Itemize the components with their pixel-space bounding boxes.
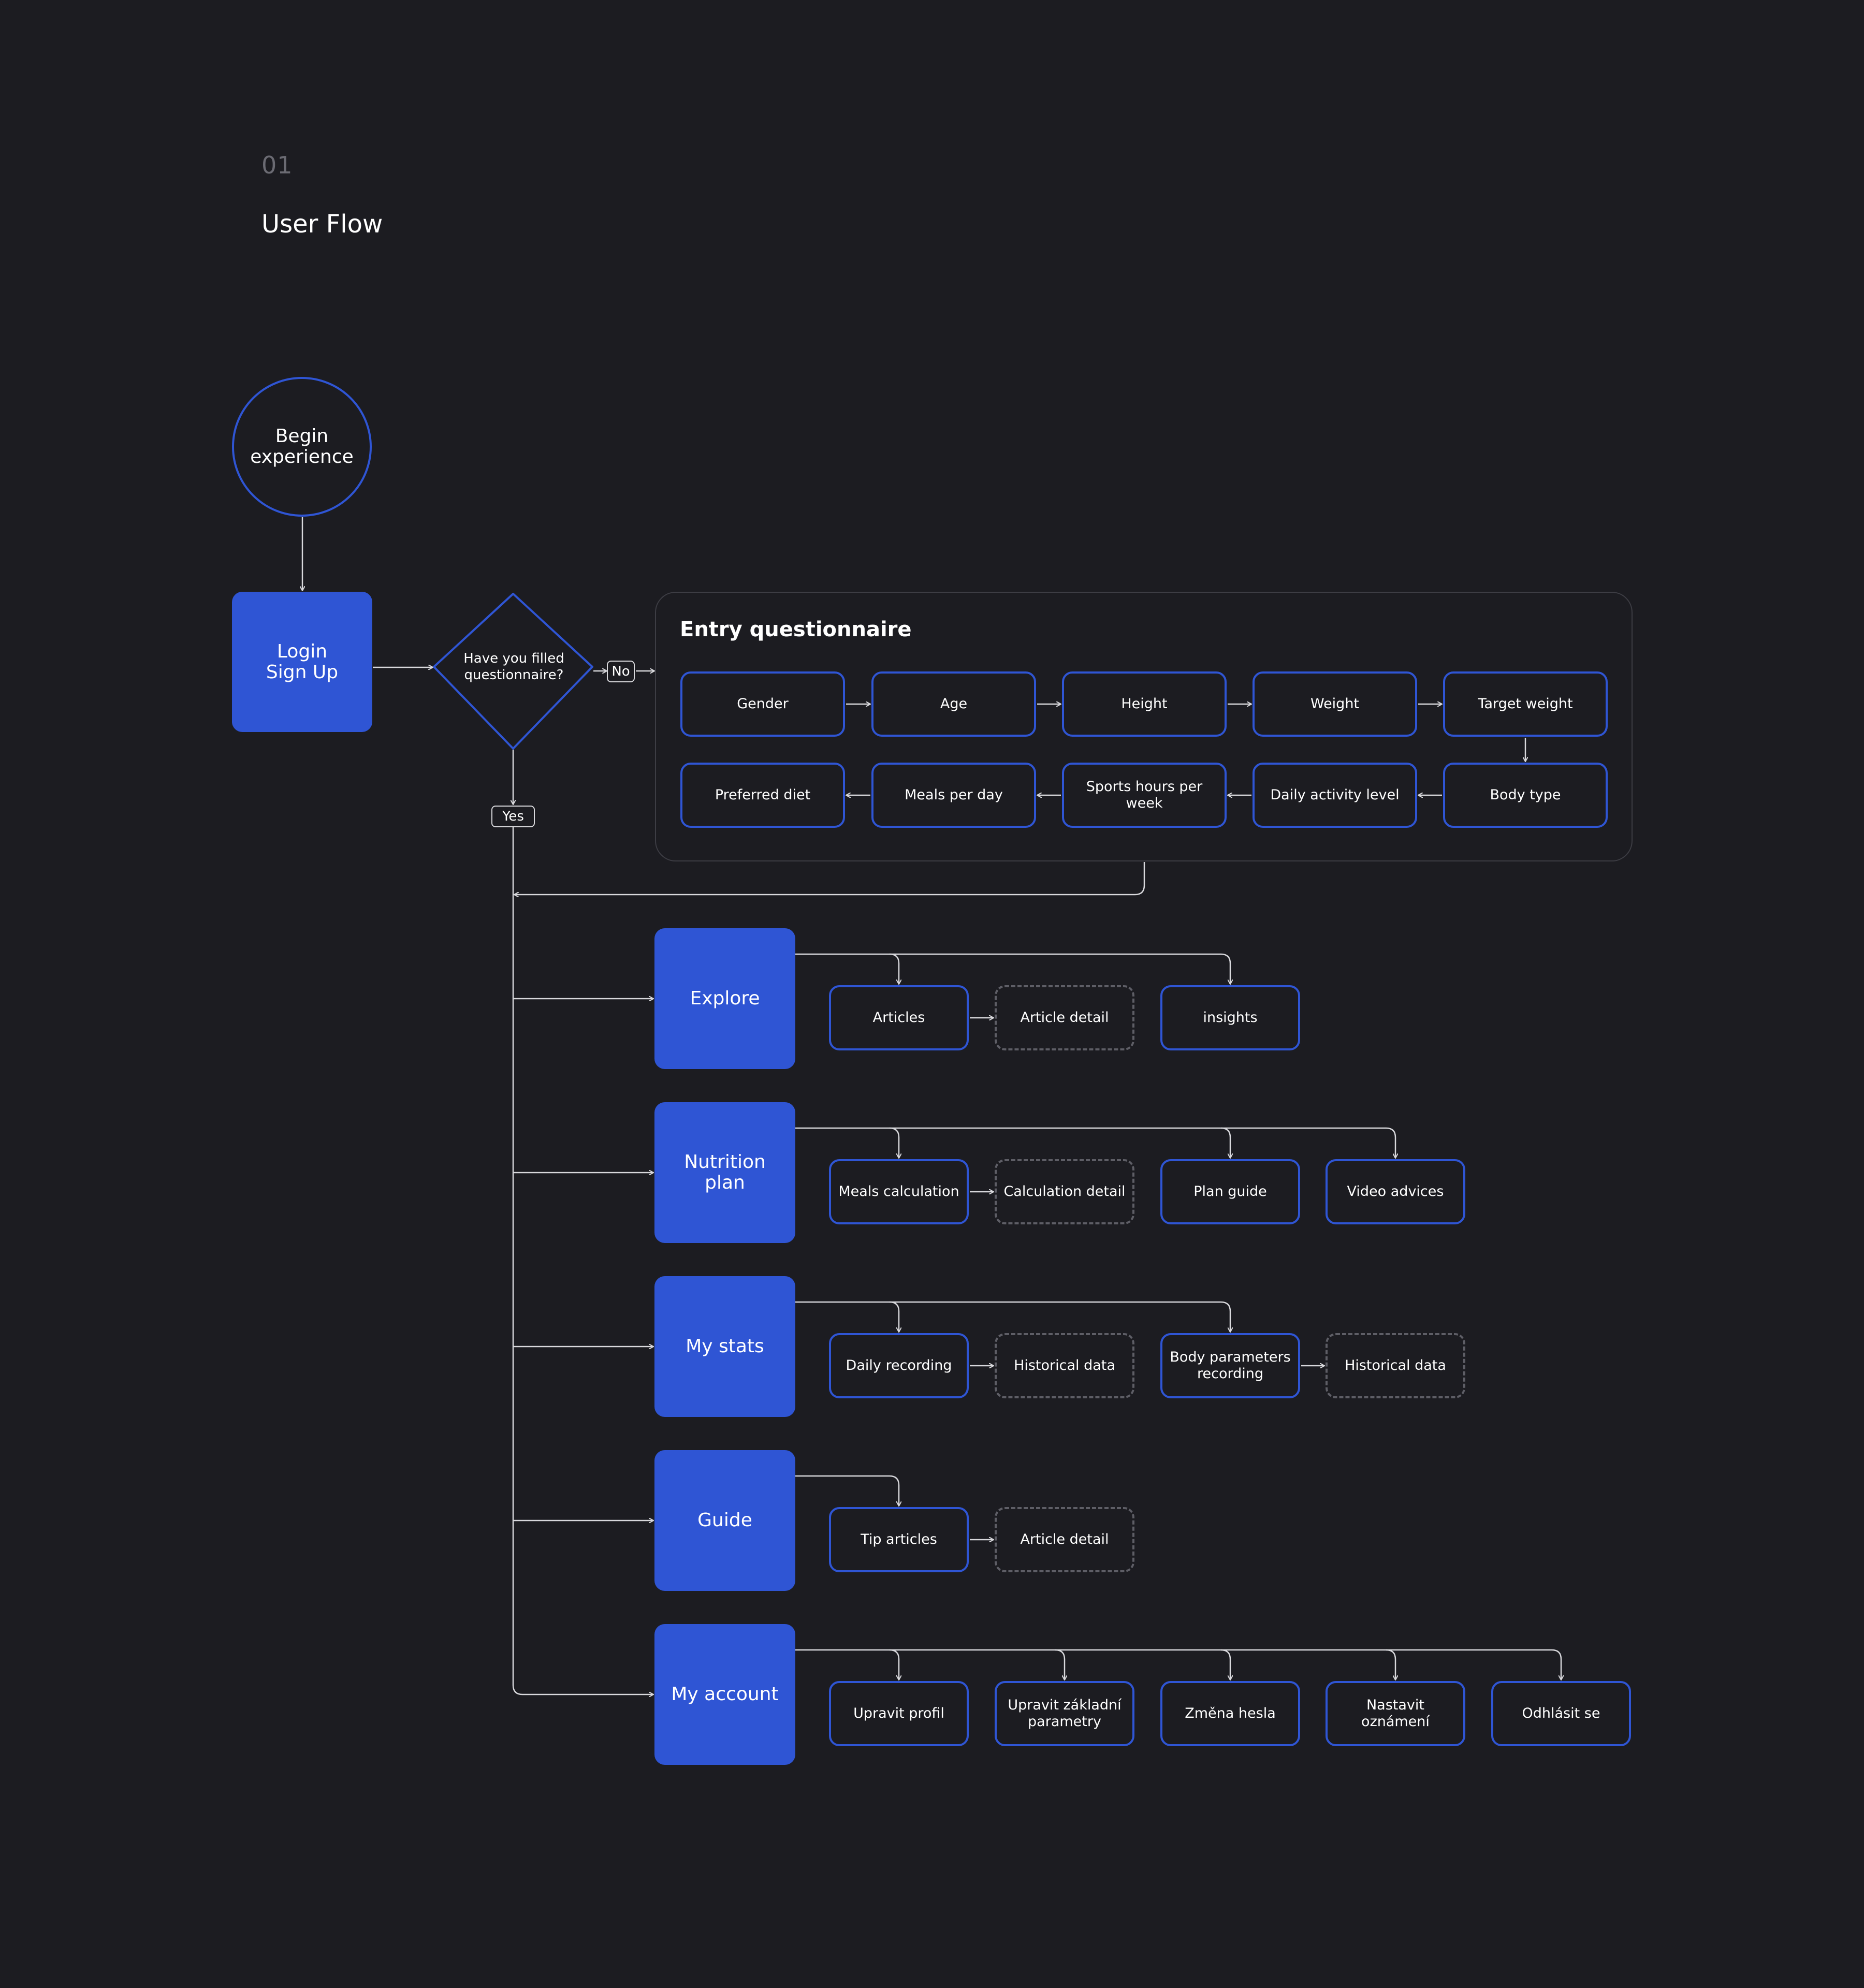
- connector-drop: [889, 1475, 899, 1506]
- screen-step[interactable]: Article detail: [995, 985, 1134, 1050]
- questionnaire-step[interactable]: Meals per day: [871, 763, 1036, 828]
- begin-experience-node[interactable]: Begin experience: [232, 377, 372, 517]
- screen-step[interactable]: insights: [1160, 985, 1300, 1050]
- menu-node-1[interactable]: Explore: [654, 928, 795, 1069]
- menu-node-4[interactable]: Guide: [654, 1450, 795, 1591]
- menu-node-5[interactable]: My account: [654, 1624, 795, 1765]
- connector-drop: [1220, 1127, 1230, 1158]
- screen-step[interactable]: Articles: [829, 985, 969, 1050]
- connector-drop: [1386, 1649, 1395, 1680]
- menu-node-2[interactable]: Nutrition plan: [654, 1102, 795, 1243]
- questionnaire-step[interactable]: Weight: [1253, 671, 1417, 737]
- no-branch-tag: No: [607, 661, 635, 682]
- screen-step[interactable]: Body parameters recording: [1160, 1333, 1300, 1398]
- screen-step[interactable]: Odhlásit se: [1491, 1681, 1631, 1746]
- screen-step[interactable]: Nastavit oznámení: [1326, 1681, 1465, 1746]
- questionnaire-step[interactable]: Height: [1062, 671, 1227, 737]
- menu-node-3[interactable]: My stats: [654, 1276, 795, 1417]
- section-number: 01: [261, 151, 293, 179]
- page-title: User Flow: [261, 210, 383, 239]
- yes-branch-tag: Yes: [491, 806, 535, 827]
- questionnaire-step[interactable]: Target weight: [1443, 671, 1608, 737]
- screen-step[interactable]: Historical data: [1326, 1333, 1465, 1398]
- screen-step[interactable]: Upravit profil: [829, 1681, 969, 1746]
- screen-step[interactable]: Video advices: [1326, 1159, 1465, 1224]
- connector-drop: [1220, 953, 1230, 984]
- screen-step[interactable]: Tip articles: [829, 1507, 969, 1572]
- questionnaire-step[interactable]: Preferred diet: [680, 763, 845, 828]
- connector-drop: [1055, 1649, 1065, 1680]
- questionnaire-step[interactable]: Sports hours per week: [1062, 763, 1227, 828]
- screen-step[interactable]: Upravit základní parametry: [995, 1681, 1134, 1746]
- connector-drop: [1220, 1301, 1230, 1332]
- screen-step[interactable]: Změna hesla: [1160, 1681, 1300, 1746]
- screen-step[interactable]: Meals calculation: [829, 1159, 969, 1224]
- connector-drop: [889, 1301, 899, 1332]
- decision-label: Have you filled questionnaire?: [463, 651, 564, 683]
- connector-trunk: [512, 827, 653, 1694]
- connector-drop: [1551, 1649, 1561, 1680]
- connector-drop: [1220, 1649, 1230, 1680]
- screen-step[interactable]: Article detail: [995, 1507, 1134, 1572]
- screen-step[interactable]: Daily recording: [829, 1333, 969, 1398]
- questionnaire-step[interactable]: Daily activity level: [1253, 763, 1417, 828]
- questionnaire-title: Entry questionnaire: [680, 618, 912, 641]
- connector-questionnaire-return: [514, 862, 1145, 895]
- login-signup-node[interactable]: Login Sign Up: [232, 592, 372, 732]
- screen-step[interactable]: Calculation detail: [995, 1159, 1134, 1224]
- connector-drop: [889, 1127, 899, 1158]
- questionnaire-step[interactable]: Gender: [680, 671, 845, 737]
- connector-drop: [1386, 1127, 1395, 1158]
- connector-drop: [889, 1649, 899, 1680]
- connector-drop: [889, 953, 899, 984]
- entry-questionnaire-panel: [655, 592, 1633, 861]
- screen-step[interactable]: Plan guide: [1160, 1159, 1300, 1224]
- screen-step[interactable]: Historical data: [995, 1333, 1134, 1398]
- questionnaire-step[interactable]: Age: [871, 671, 1036, 737]
- questionnaire-step[interactable]: Body type: [1443, 763, 1608, 828]
